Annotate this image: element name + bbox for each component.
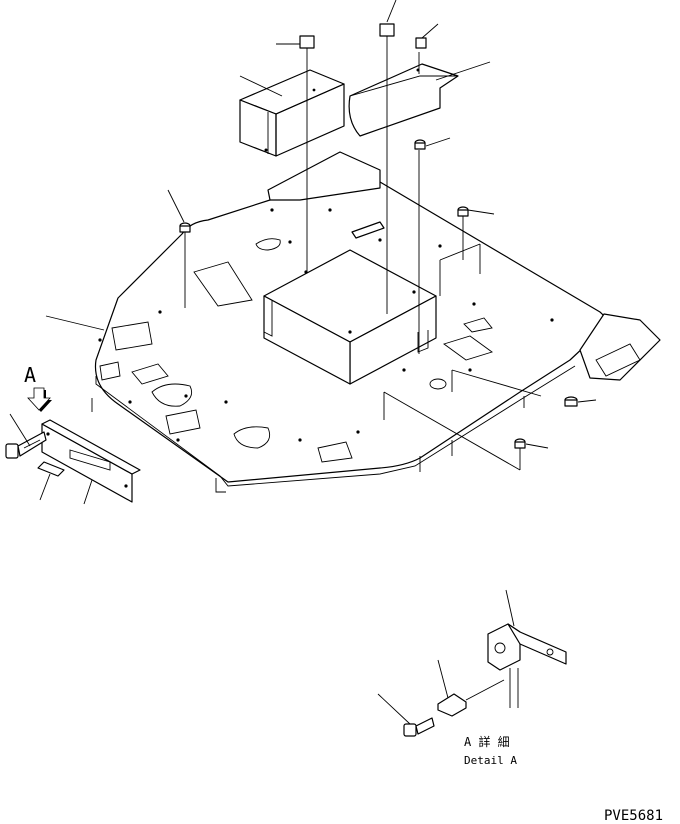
cover-right [348, 63, 459, 137]
detail-caption-en: Detail A [464, 754, 517, 767]
detail-a-bracket [487, 589, 567, 708]
right-bracket [579, 313, 661, 381]
bolt-top-2 [379, 23, 395, 58]
leader-lines [9, 0, 597, 505]
rear-bracket [351, 221, 385, 239]
drawing-code: PVE5681 [604, 808, 663, 824]
view-marker-label: A [24, 363, 36, 387]
rubber-strip [37, 461, 65, 477]
front-plate [41, 419, 141, 503]
cutout [429, 378, 447, 390]
rear-bracket [267, 151, 381, 201]
bolt-top-3 [415, 37, 427, 49]
cutout [463, 317, 493, 333]
detail-caption-ja: A 詳 細 [464, 734, 510, 749]
view-arrow [27, 387, 52, 412]
cutout [443, 335, 493, 361]
detail-a-clip [437, 659, 505, 717]
cutout [193, 261, 253, 307]
cutout [165, 409, 201, 435]
cutout [151, 383, 193, 407]
box-cover [263, 249, 437, 385]
detail-a-bolt [377, 693, 435, 737]
cutout [111, 321, 153, 351]
cutout [317, 441, 353, 463]
cutout [131, 363, 169, 385]
cover-left [239, 69, 345, 157]
cutout [99, 361, 121, 381]
bolt-top-1 [299, 35, 315, 68]
bolt-left [5, 431, 47, 459]
cutout [255, 238, 281, 251]
cutout [233, 426, 271, 449]
plug-cap [179, 139, 578, 449]
